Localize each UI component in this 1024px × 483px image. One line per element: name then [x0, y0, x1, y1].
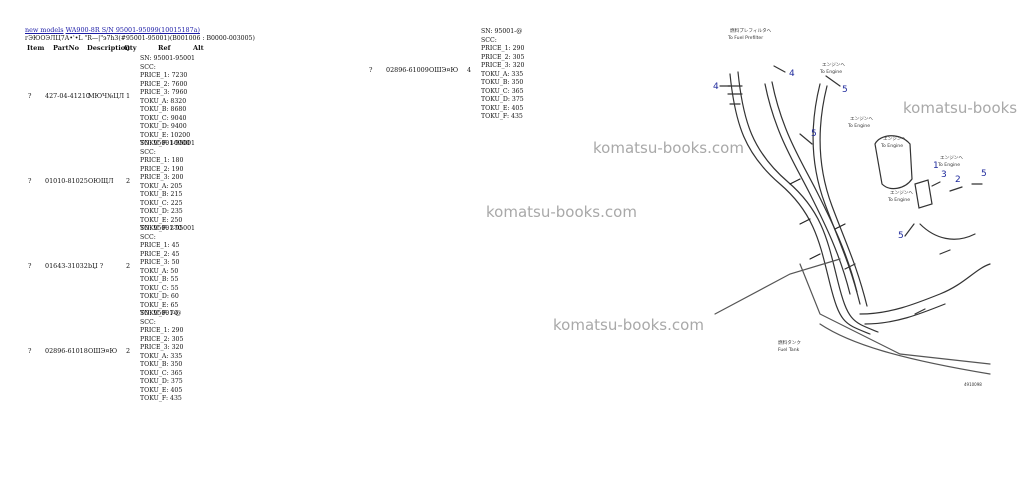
fuel-hose	[771, 81, 858, 293]
row-description: ОЮЩЛ	[88, 177, 114, 185]
label-prefilter-en: To Fuel Prefilter	[727, 35, 763, 41]
fuel-hose	[919, 223, 976, 240]
breadcrumb-link-models[interactable]: new models	[25, 26, 64, 34]
watermark: komatsu-books.com	[593, 139, 744, 157]
label-engine-jp: エンジンへ	[940, 155, 963, 161]
row-partno[interactable]: 427-04-41210	[45, 92, 90, 100]
fuel-line-parts-diagram: 燃料プレフィルタへ To Fuel Prefilter エンジンへ To Eng…	[713, 27, 991, 387]
leader-line	[719, 65, 983, 237]
row-qty: 4	[467, 66, 472, 74]
row-description: ОШЭ¤Ю	[429, 66, 459, 74]
watermark: komatsu-books.com	[553, 316, 704, 334]
fuel-hose	[764, 83, 851, 295]
fuel-hose	[859, 263, 991, 315]
fuel-hose	[812, 83, 861, 305]
bracket	[914, 179, 933, 209]
row-item: ?	[369, 66, 373, 74]
label-engine-jp: エンジンへ	[850, 116, 873, 122]
callout-1[interactable]: 1	[933, 161, 939, 171]
label-engine-jp: エンジンへ	[822, 62, 845, 68]
col-header-partno: PartNo	[53, 44, 79, 52]
row-item: ?	[28, 347, 32, 355]
label-prefilter-jp: 燃料プレフィルタへ	[730, 27, 772, 34]
callout-2[interactable]: 2	[955, 175, 961, 185]
label-tank-en: Fuel Tank	[778, 347, 800, 353]
fuel-tank-outline	[819, 323, 991, 375]
engine-block-outline	[874, 135, 913, 190]
fuel-hose	[819, 85, 868, 307]
col-header-alt: Alt	[193, 44, 204, 52]
label-engine-en: To Engine	[880, 143, 903, 149]
row-qty: 1	[126, 92, 131, 100]
col-header-ref: Ref	[158, 44, 171, 52]
callout-4[interactable]: 4	[713, 82, 719, 92]
callout-3[interactable]: 3	[941, 170, 947, 180]
clip	[789, 178, 846, 260]
fuel-hose	[737, 71, 879, 333]
page-subtitle: гЭЮОЭЛЦ7А•'•L "R—|"э7h3(#95001-95001)(B0…	[25, 35, 255, 42]
label-engine-jp: エンジンへ	[890, 190, 913, 196]
row-description: bЏ ?	[88, 262, 104, 270]
fuel-hose	[729, 73, 871, 335]
row-description: ОШЭ¤Ю	[88, 347, 118, 355]
label-engine-en: To Engine	[937, 162, 960, 168]
fuel-hose	[864, 303, 946, 325]
row-partno[interactable]: 01010-81025	[45, 177, 88, 185]
label-engine-en: To Engine	[847, 123, 870, 129]
row-item: ?	[28, 177, 32, 185]
callout-5[interactable]: 5	[898, 231, 904, 241]
breadcrumb-link-machine[interactable]: WA900-8R S/N 95001-95099(10015187a)	[65, 26, 200, 34]
row-partno[interactable]: 01643-31032	[45, 262, 88, 270]
label-engine-jp: エンジンへ	[883, 136, 906, 142]
watermark: komatsu-books.com	[486, 203, 637, 221]
callout-4[interactable]: 4	[789, 69, 795, 79]
row-qty: 2	[126, 177, 131, 185]
callout-5[interactable]: 5	[842, 85, 848, 95]
label-engine-en: To Engine	[819, 69, 842, 75]
row-partno[interactable]: 02896-61018	[45, 347, 88, 355]
breadcrumb: new models WA900-8R S/N 95001-95099(1001…	[25, 26, 200, 34]
col-header-item: Item	[27, 44, 45, 52]
row-qty: 2	[126, 262, 131, 270]
row-qty: 2	[126, 347, 131, 355]
callout-5[interactable]: 5	[981, 169, 987, 179]
frame-outline	[714, 258, 841, 315]
col-header-description: Description	[87, 44, 130, 52]
row-item: ?	[28, 92, 32, 100]
figure-code: 4910098	[964, 382, 982, 387]
callout-5[interactable]: 5	[811, 129, 817, 139]
clip	[844, 249, 951, 315]
row-item: ?	[28, 262, 32, 270]
frame-outline	[799, 263, 991, 365]
row-description: МЮЧ№ЦЛ	[88, 92, 125, 100]
col-header-qty: Qty	[124, 44, 137, 52]
label-tank-jp: 燃料タンク	[778, 339, 801, 346]
label-engine-en: To Engine	[887, 197, 910, 203]
row-partno[interactable]: 02896-61009	[386, 66, 429, 74]
watermark: komatsu-books	[903, 99, 1018, 117]
